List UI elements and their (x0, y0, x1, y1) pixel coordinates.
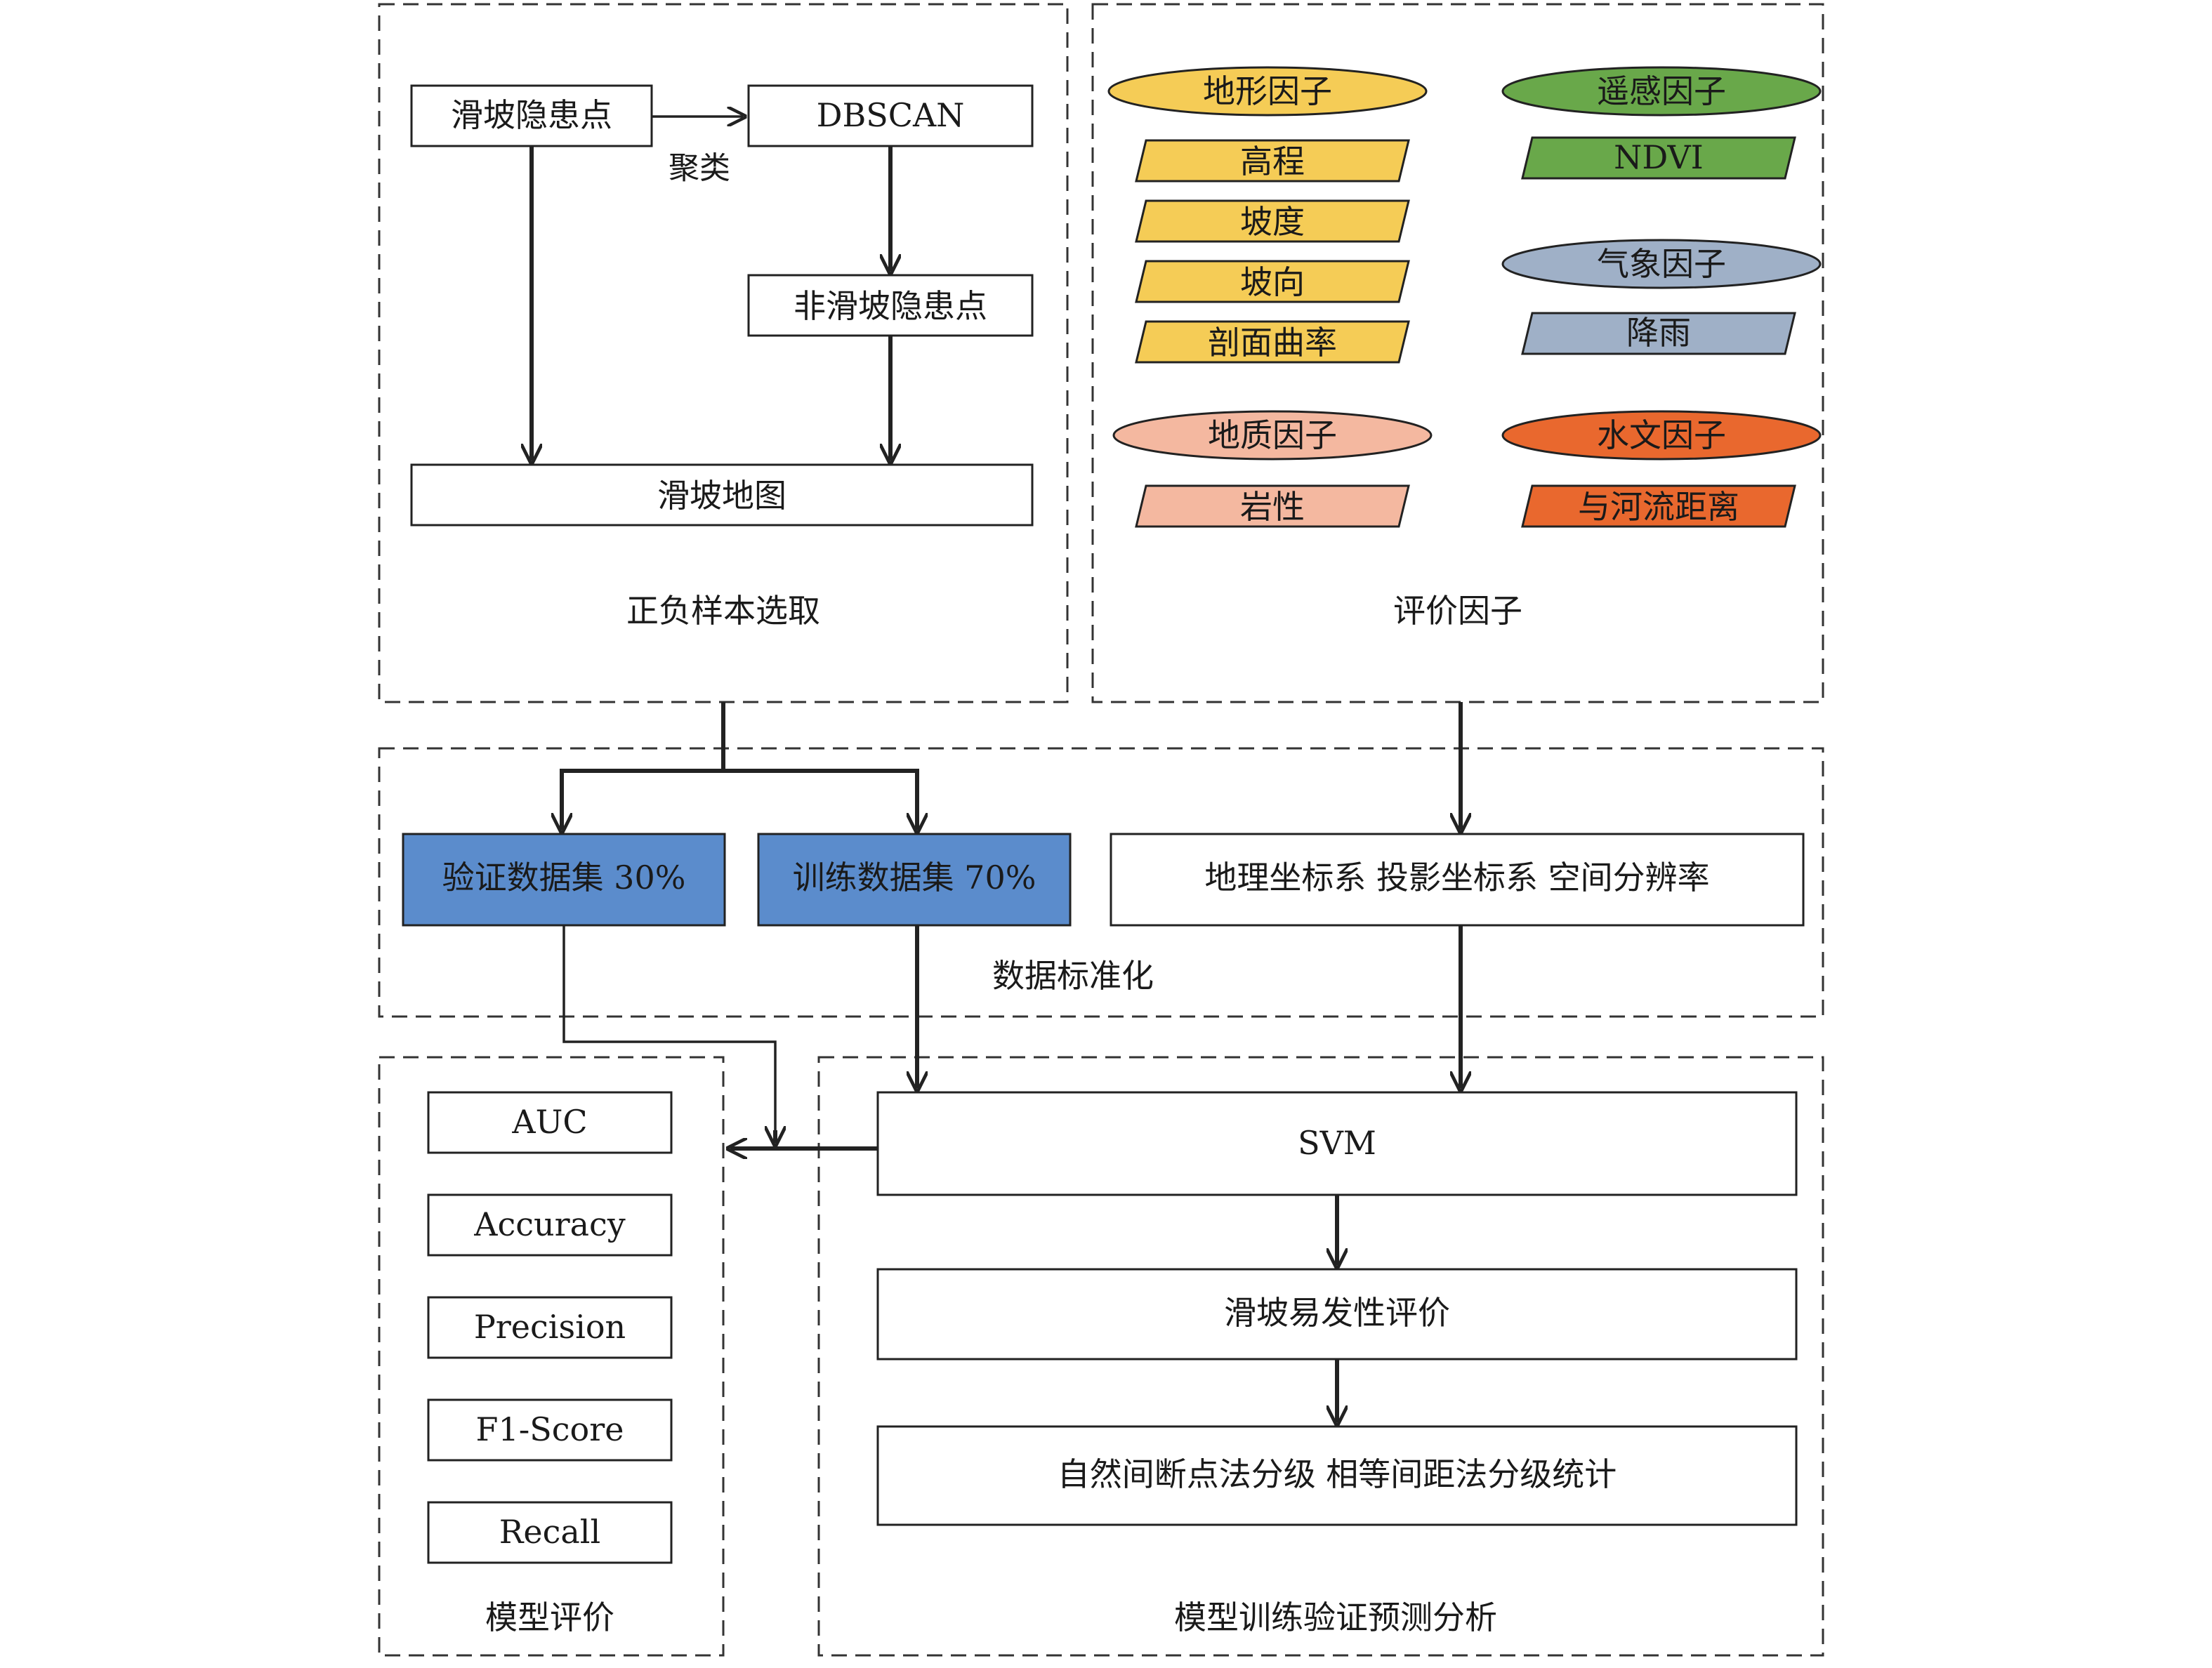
metric-precision-box: Precision (427, 1296, 673, 1359)
svg-text:与河流距离: 与河流距离 (1578, 488, 1739, 526)
model-training-caption: 模型训练验证预测分析 (1174, 1598, 1497, 1636)
validation-dataset-label: 验证数据集 30% (442, 859, 686, 896)
hydrology-ellipse (1501, 410, 1822, 461)
landslide-points-label: 滑坡隐患点 (451, 96, 612, 134)
svm-label: SVM (1298, 1124, 1376, 1162)
terrain-item-profile-curvature: 剖面曲率 (1135, 320, 1410, 364)
remote-sensing-ellipse (1501, 66, 1822, 117)
group-model-evaluation (378, 1056, 725, 1657)
metric-recall-label: Recall (499, 1513, 600, 1551)
geology-ellipse (1112, 410, 1433, 461)
connector-samples-split (560, 769, 919, 828)
svg-text:剖面曲率: 剖面曲率 (1208, 324, 1337, 362)
geology-item-lithology: 岩性 (1135, 484, 1410, 528)
remote-sensing-factor: 遥感因子 (1501, 66, 1822, 117)
training-dataset-box: 训练数据集 70% (757, 833, 1072, 927)
evaluation-factors-caption: 评价因子 (1393, 592, 1522, 630)
classification-box: 自然间断点法分级 相等间距法分级统计 (876, 1425, 1798, 1526)
svg-text:岩性: 岩性 (1240, 488, 1305, 526)
cluster-label: 聚类 (669, 150, 730, 186)
geology-category-label: 地质因子 (1208, 416, 1337, 454)
meteorology-factor: 气象因子 (1501, 239, 1822, 289)
metric-auc-label: AUC (511, 1103, 587, 1141)
remote-sensing-item-ndvi: NDVI (1521, 136, 1796, 180)
svm-box: SVM (876, 1091, 1798, 1196)
training-dataset-label: 训练数据集 70% (793, 859, 1036, 896)
terrain-factor: 地形因子 (1107, 66, 1428, 117)
metric-precision-label: Precision (474, 1308, 626, 1346)
non-landslide-points-box: 非滑坡隐患点 (747, 274, 1034, 337)
metric-f1-score-box: F1-Score (427, 1398, 673, 1462)
remote-sensing-category-label: 遥感因子 (1597, 72, 1726, 110)
coordinate-settings-label: 地理坐标系 投影坐标系 空间分辨率 (1204, 859, 1709, 896)
terrain-item-aspect: 坡向 (1135, 260, 1410, 303)
svg-text:降雨: 降雨 (1626, 314, 1691, 352)
connector-validation-to-evaluation (562, 925, 777, 1141)
model-evaluation-caption: 模型评价 (485, 1598, 614, 1636)
susceptibility-box: 滑坡易发性评价 (876, 1268, 1798, 1361)
sample-selection-caption: 正负样本选取 (626, 592, 820, 630)
group-evaluation-factors (1091, 3, 1824, 703)
meteorology-item-rainfall: 降雨 (1521, 312, 1796, 355)
metric-f1-score-label: F1-Score (476, 1410, 624, 1448)
metric-accuracy-box: Accuracy (427, 1193, 673, 1257)
svg-text:坡向: 坡向 (1240, 263, 1305, 301)
landslide-map-box: 滑坡地图 (410, 463, 1034, 527)
terrain-category-label: 地形因子 (1203, 72, 1332, 110)
group-data-standardization (378, 747, 1824, 1018)
landslide-points-box: 滑坡隐患点 (410, 84, 653, 147)
landslide-map-label: 滑坡地图 (657, 477, 786, 515)
meteorology-ellipse (1501, 239, 1822, 289)
metric-accuracy-label: Accuracy (473, 1205, 626, 1243)
classification-label: 自然间断点法分级 相等间距法分级统计 (1058, 1455, 1617, 1493)
dbscan-label: DBSCAN (817, 96, 965, 134)
meteorology-category-label: 气象因子 (1597, 245, 1726, 283)
terrain-item-slope: 坡度 (1135, 199, 1410, 243)
metric-recall-box: Recall (427, 1501, 673, 1564)
svg-text:NDVI: NDVI (1614, 138, 1704, 176)
hydrology-item-river-distance: 与河流距离 (1521, 484, 1796, 528)
group-model-training (817, 1056, 1824, 1657)
validation-dataset-box: 验证数据集 30% (402, 833, 726, 927)
data-standardization-caption: 数据标准化 (992, 957, 1154, 995)
non-landslide-points-label: 非滑坡隐患点 (794, 287, 987, 325)
geology-factor: 地质因子 (1112, 410, 1433, 461)
svg-text:高程: 高程 (1240, 143, 1305, 180)
terrain-ellipse (1107, 66, 1428, 117)
metric-auc-box: AUC (427, 1091, 673, 1154)
hydrology-category-label: 水文因子 (1597, 416, 1726, 454)
coordinate-settings-box: 地理坐标系 投影坐标系 空间分辨率 (1110, 833, 1805, 927)
hydrology-factor: 水文因子 (1501, 410, 1822, 461)
dbscan-box: DBSCAN (747, 84, 1034, 147)
terrain-item-elevation: 高程 (1135, 139, 1410, 183)
susceptibility-label: 滑坡易发性评价 (1224, 1294, 1450, 1332)
svg-text:坡度: 坡度 (1240, 203, 1305, 241)
